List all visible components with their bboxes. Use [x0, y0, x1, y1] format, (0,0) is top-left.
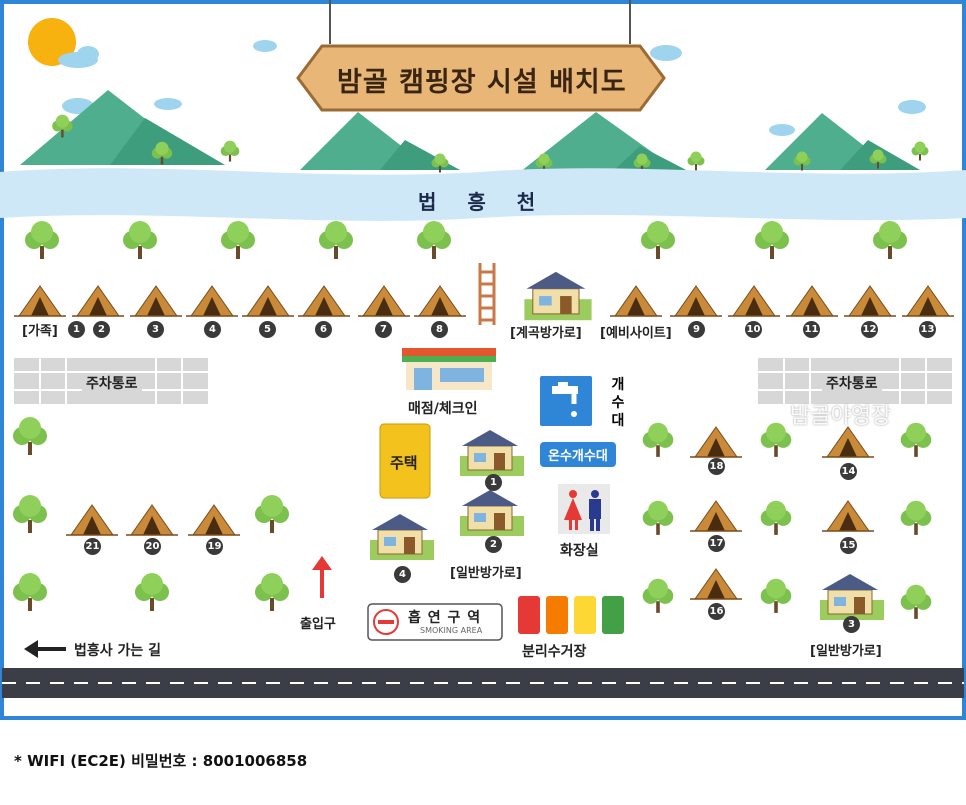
ladder-icon [478, 263, 496, 325]
wifi-info: * WIFI (EC2E) 비밀번호 : 8001006858 [14, 752, 308, 770]
entrance-arrow-icon [312, 556, 332, 598]
sun-icon [28, 18, 76, 66]
smoking-area-box [367, 603, 503, 641]
parking-left [14, 358, 208, 404]
water-tap-icon [540, 376, 592, 426]
river [0, 168, 966, 221]
store-icon [402, 348, 496, 390]
house-block [379, 423, 431, 499]
left-arrow-icon [24, 640, 66, 658]
recycle-bins-icon [518, 596, 624, 634]
toilet-icon [558, 484, 610, 534]
title-sign [296, 44, 666, 112]
tents-left [65, 504, 241, 536]
parking-right [758, 358, 952, 404]
